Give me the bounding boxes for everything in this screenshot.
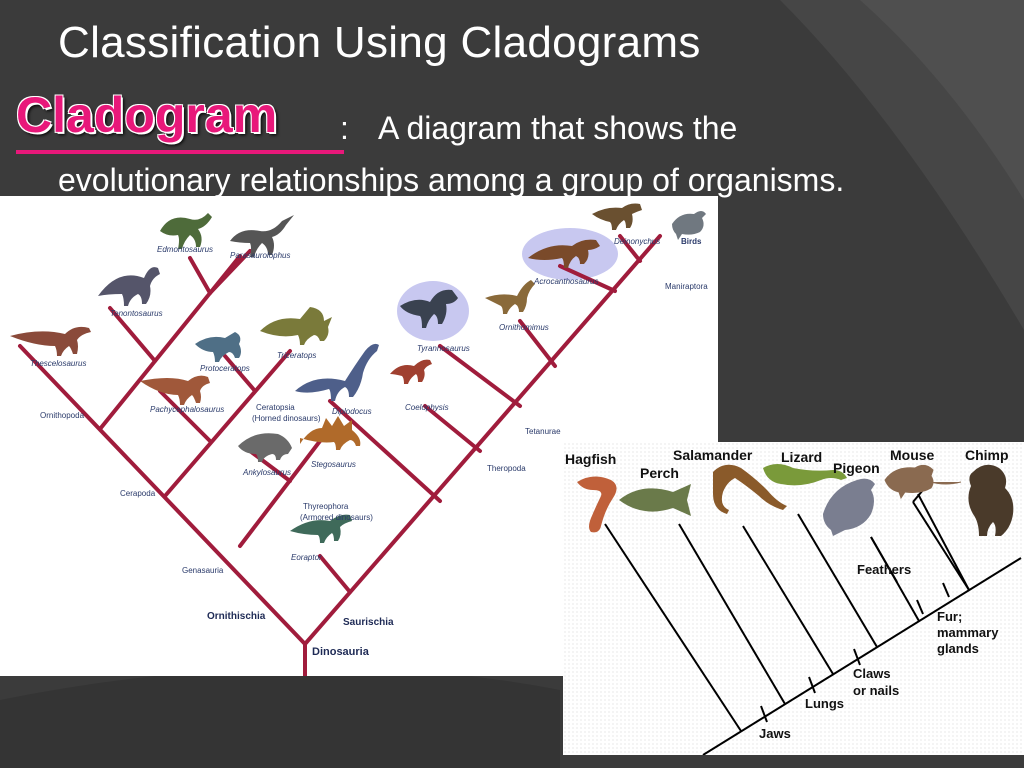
label-pachycephalosaurus: Pachycephalosaurus [150, 405, 224, 414]
dino-clade-labels: Ornithopoda Cerapoda Genasauria Ceratops… [40, 282, 708, 575]
dino-icon-ornithomimus [485, 280, 535, 314]
label-triceratops: Triceratops [277, 351, 316, 360]
pigeon-icon [823, 478, 875, 536]
vertebrate-branches [604, 489, 1022, 756]
definition-colon: : [340, 110, 349, 146]
dino-icon-deinonychus [592, 203, 642, 230]
dino-icon-stegosaurus [300, 416, 361, 450]
label-deinonychus: Deinonychus [614, 237, 660, 246]
label-lizard: Lizard [781, 449, 822, 465]
label-dinosauria: Dinosauria [312, 646, 370, 658]
label-coelophysis: Coelophysis [405, 403, 449, 412]
label-acrocanthosaurus: Acrocanthosaurus [533, 277, 598, 286]
label-eoraptor: Eoraptor [291, 553, 322, 562]
dino-branches [18, 234, 662, 678]
bird-icon [672, 211, 706, 240]
label-pigeon: Pigeon [833, 460, 880, 476]
label-perch: Perch [640, 465, 679, 481]
dino-icon-pachycephalosaurus [140, 375, 210, 405]
dino-icon-coelophysis [390, 359, 432, 384]
label-mammary: mammary [937, 625, 999, 640]
label-parasaurolophus: Parasaurolophus [230, 251, 290, 260]
label-ornithomimus: Ornithomimus [499, 323, 549, 332]
label-thyreophora: Thyreophora [303, 502, 349, 511]
slide-title: Classification Using Cladograms [58, 18, 701, 67]
dinosaur-cladogram-panel: Edmontosaurus Parasaurolophus Tenontosau… [0, 196, 718, 678]
term-cladogram: Cladogram [16, 87, 278, 143]
definition-line-2: evolutionary relationships among a group… [58, 162, 845, 198]
vertebrate-trait-labels: Jaws Lungs Claws or nails Feathers Fur; … [759, 562, 999, 741]
dino-silhouettes [10, 203, 706, 543]
perch-icon [619, 484, 691, 516]
dino-icon-diplodocus [295, 343, 379, 401]
dino-taxon-labels: Edmontosaurus Parasaurolophus Tenontosau… [30, 237, 660, 562]
label-ankylosaurus: Ankylosaurus [242, 468, 291, 477]
label-claws: Claws [853, 666, 891, 681]
label-saurischia: Saurischia [343, 617, 394, 628]
dino-icon-tyrannosaurus [400, 289, 458, 328]
label-tetanurae: Tetanurae [525, 427, 561, 436]
hagfish-icon [577, 476, 617, 533]
label-cerapoda: Cerapoda [120, 489, 156, 498]
label-ceratopsia: Ceratopsia [256, 403, 295, 412]
vertebrate-taxon-labels: Hagfish Perch Salamander Lizard Pigeon M… [565, 447, 1009, 481]
label-tenontosaurus: Tenontosaurus [110, 309, 163, 318]
label-edmontosaurus: Edmontosaurus [157, 245, 213, 254]
dino-icon-acrocanthosaurus [528, 239, 600, 268]
dino-icon-parasaurolophus [230, 215, 294, 257]
label-horned-dinosaurs: (Horned dinosaurs) [252, 414, 321, 423]
label-ornithopoda: Ornithopoda [40, 411, 85, 420]
lizard-icon [763, 464, 847, 486]
label-glands: glands [937, 641, 979, 656]
chimp-icon [968, 464, 1014, 536]
vertebrate-icons [577, 464, 1014, 536]
vertebrate-cladogram: Hagfish Perch Salamander Lizard Pigeon M… [565, 447, 1022, 756]
dino-icon-tenontosaurus [98, 267, 160, 306]
label-stegosaurus: Stegosaurus [311, 460, 356, 469]
label-diplodocus: Diplodocus [332, 407, 372, 416]
label-protoceratops: Protoceratops [200, 364, 250, 373]
dino-icon-triceratops [260, 307, 332, 345]
label-genasauria: Genasauria [182, 566, 224, 575]
dino-icon-protoceratops [195, 332, 241, 362]
label-chimp: Chimp [965, 447, 1009, 463]
dino-icon-edmontosaurus [160, 213, 212, 249]
salamander-icon [713, 464, 787, 514]
label-ornithischia: Ornithischia [207, 611, 266, 622]
label-tyrannosaurus: Tyrannosaurus [417, 344, 470, 353]
mouse-icon [884, 464, 962, 500]
definition-line-1: A diagram that shows the [378, 110, 738, 146]
term-underline [16, 150, 344, 154]
dino-major-labels: Ornithischia Saurischia Dinosauria [207, 611, 394, 658]
dinosaur-cladogram: Edmontosaurus Parasaurolophus Tenontosau… [10, 203, 708, 678]
dino-icon-eoraptor [290, 514, 352, 543]
dino-icon-ankylosaurus [238, 433, 292, 462]
dino-icon-thescelosaurus [10, 326, 91, 356]
label-hagfish: Hagfish [565, 451, 616, 467]
label-jaws: Jaws [759, 726, 791, 741]
label-mouse: Mouse [890, 447, 935, 463]
label-armored-dinosaurs: (Armored dinosaurs) [300, 513, 373, 522]
label-maniraptora: Maniraptora [665, 282, 708, 291]
label-or-nails: or nails [853, 683, 899, 698]
label-birds: Birds [681, 237, 702, 246]
label-thescelosaurus: Thescelosaurus [30, 359, 86, 368]
label-salamander: Salamander [673, 447, 753, 463]
label-fur: Fur; [937, 609, 962, 624]
label-lungs: Lungs [805, 696, 844, 711]
vertebrate-cladogram-panel: Hagfish Perch Salamander Lizard Pigeon M… [563, 442, 1024, 756]
label-theropoda: Theropoda [487, 464, 526, 473]
label-feathers: Feathers [857, 562, 911, 577]
